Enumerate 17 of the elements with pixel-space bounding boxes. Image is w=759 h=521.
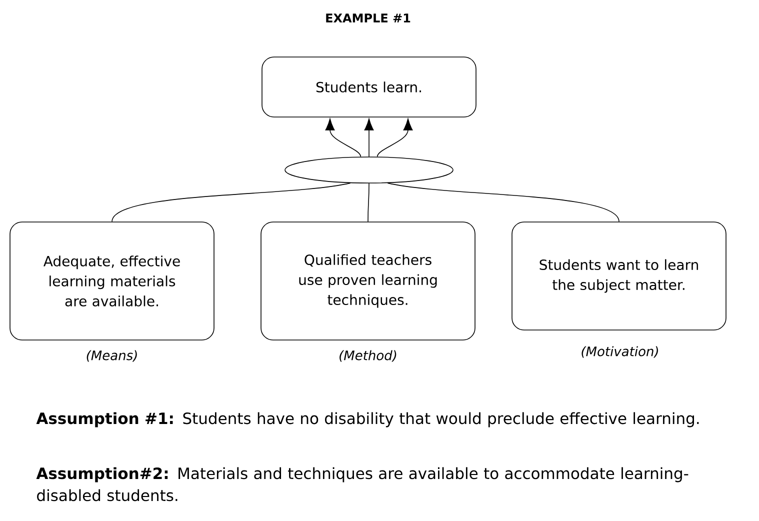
connector [325,118,362,158]
text-box: Students learn. [262,56,476,118]
connector [368,183,370,222]
category-label: (Means) [86,350,137,362]
category-label: (Motivation) [582,346,658,358]
category-label: (Method) [340,350,396,362]
text-box: Students want to learn the subject matter. [512,222,726,330]
connector [112,182,351,222]
text-box: Adequate, effective learning materials are available. [10,222,214,340]
assumption-note: Assumption #1: Students have no disability that would preclude effective learning. [36,412,699,428]
assumption-note: Assumption#2: Materials and techniques are available to accommodate learning-disabled students. [36,467,688,502]
connector [387,182,620,222]
title: EXAMPLE #1 [326,14,410,22]
text-box: Qualified teachers use proven learning techniques. [260,222,476,340]
junction-ellipse [284,156,454,184]
connector [364,118,374,157]
connector [376,118,413,158]
